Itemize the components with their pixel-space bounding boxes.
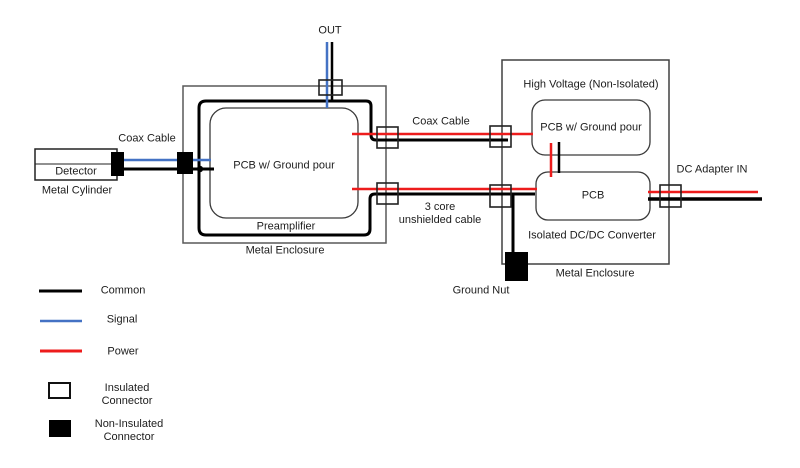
three-core-cable-label-line2: unshielded cable	[398, 214, 482, 226]
hv-title-label: High Voltage (Non-Isolated)	[523, 78, 659, 91]
preamplifier-label: Preamplifier	[256, 220, 316, 233]
legend-non-insulated-label-line1: Non-Insulated	[94, 418, 164, 430]
insulated-connector-hv-upper	[489, 125, 512, 148]
insulated-connector-out	[318, 79, 343, 96]
preamp-pcb-label: PCB w/ Ground pour	[233, 159, 335, 172]
legend-power-label: Power	[107, 345, 139, 358]
legend-insulated-label-line2: Connector	[101, 395, 153, 407]
ground-nut-label: Ground Nut	[452, 284, 510, 297]
legend-signal-label: Signal	[106, 313, 138, 326]
legend-non-insulated-connector-swatch	[49, 420, 71, 437]
common-junction-dot	[196, 165, 204, 173]
dc-adapter-in-label: DC Adapter IN	[676, 163, 748, 176]
preamp-enclosure-label: Metal Enclosure	[245, 244, 325, 257]
legend-non-insulated-label-line2: Connector	[103, 431, 155, 443]
legend-insulated-label: Insulated Connector	[102, 382, 153, 408]
non-insulated-connector-preamp-wall	[177, 152, 193, 174]
insulated-connector-dc-adapter	[659, 184, 682, 208]
hv-metal-enclosure-box	[501, 59, 670, 265]
preamp-pcb-box	[209, 107, 359, 219]
insulated-connector-preamp-lower	[376, 182, 399, 205]
insulated-connector-hv-lower	[489, 184, 512, 208]
insulated-connector-preamp-upper	[376, 126, 399, 149]
non-insulated-connector-detector	[111, 152, 124, 176]
ground-nut-block	[505, 252, 528, 281]
legend-insulated-connector-swatch	[48, 382, 71, 399]
three-core-cable-label-line1: 3 core	[424, 201, 456, 213]
hv-enclosure-label: Metal Enclosure	[555, 267, 635, 280]
hv-pcb-bottom-label: PCB	[581, 189, 605, 202]
detector-label: Detector	[55, 165, 97, 178]
metal-cylinder-label: Metal Cylinder	[41, 184, 113, 197]
coax-cable-mid-label: Coax Cable	[412, 115, 470, 128]
three-core-cable-label: 3 core unshielded cable	[399, 201, 482, 227]
hv-pcb-top-box	[531, 99, 651, 156]
legend-insulated-label-line1: Insulated	[104, 382, 150, 394]
out-label: OUT	[318, 24, 342, 37]
isolated-converter-label: Isolated DC/DC Converter	[528, 229, 656, 242]
legend-common-label: Common	[100, 284, 146, 297]
legend-non-insulated-label: Non-Insulated Connector	[95, 418, 164, 444]
coax-cable-left-label: Coax Cable	[118, 132, 176, 145]
hv-pcb-top-label: PCB w/ Ground pour	[540, 121, 642, 134]
hv-pcb-bottom-box	[535, 171, 651, 221]
